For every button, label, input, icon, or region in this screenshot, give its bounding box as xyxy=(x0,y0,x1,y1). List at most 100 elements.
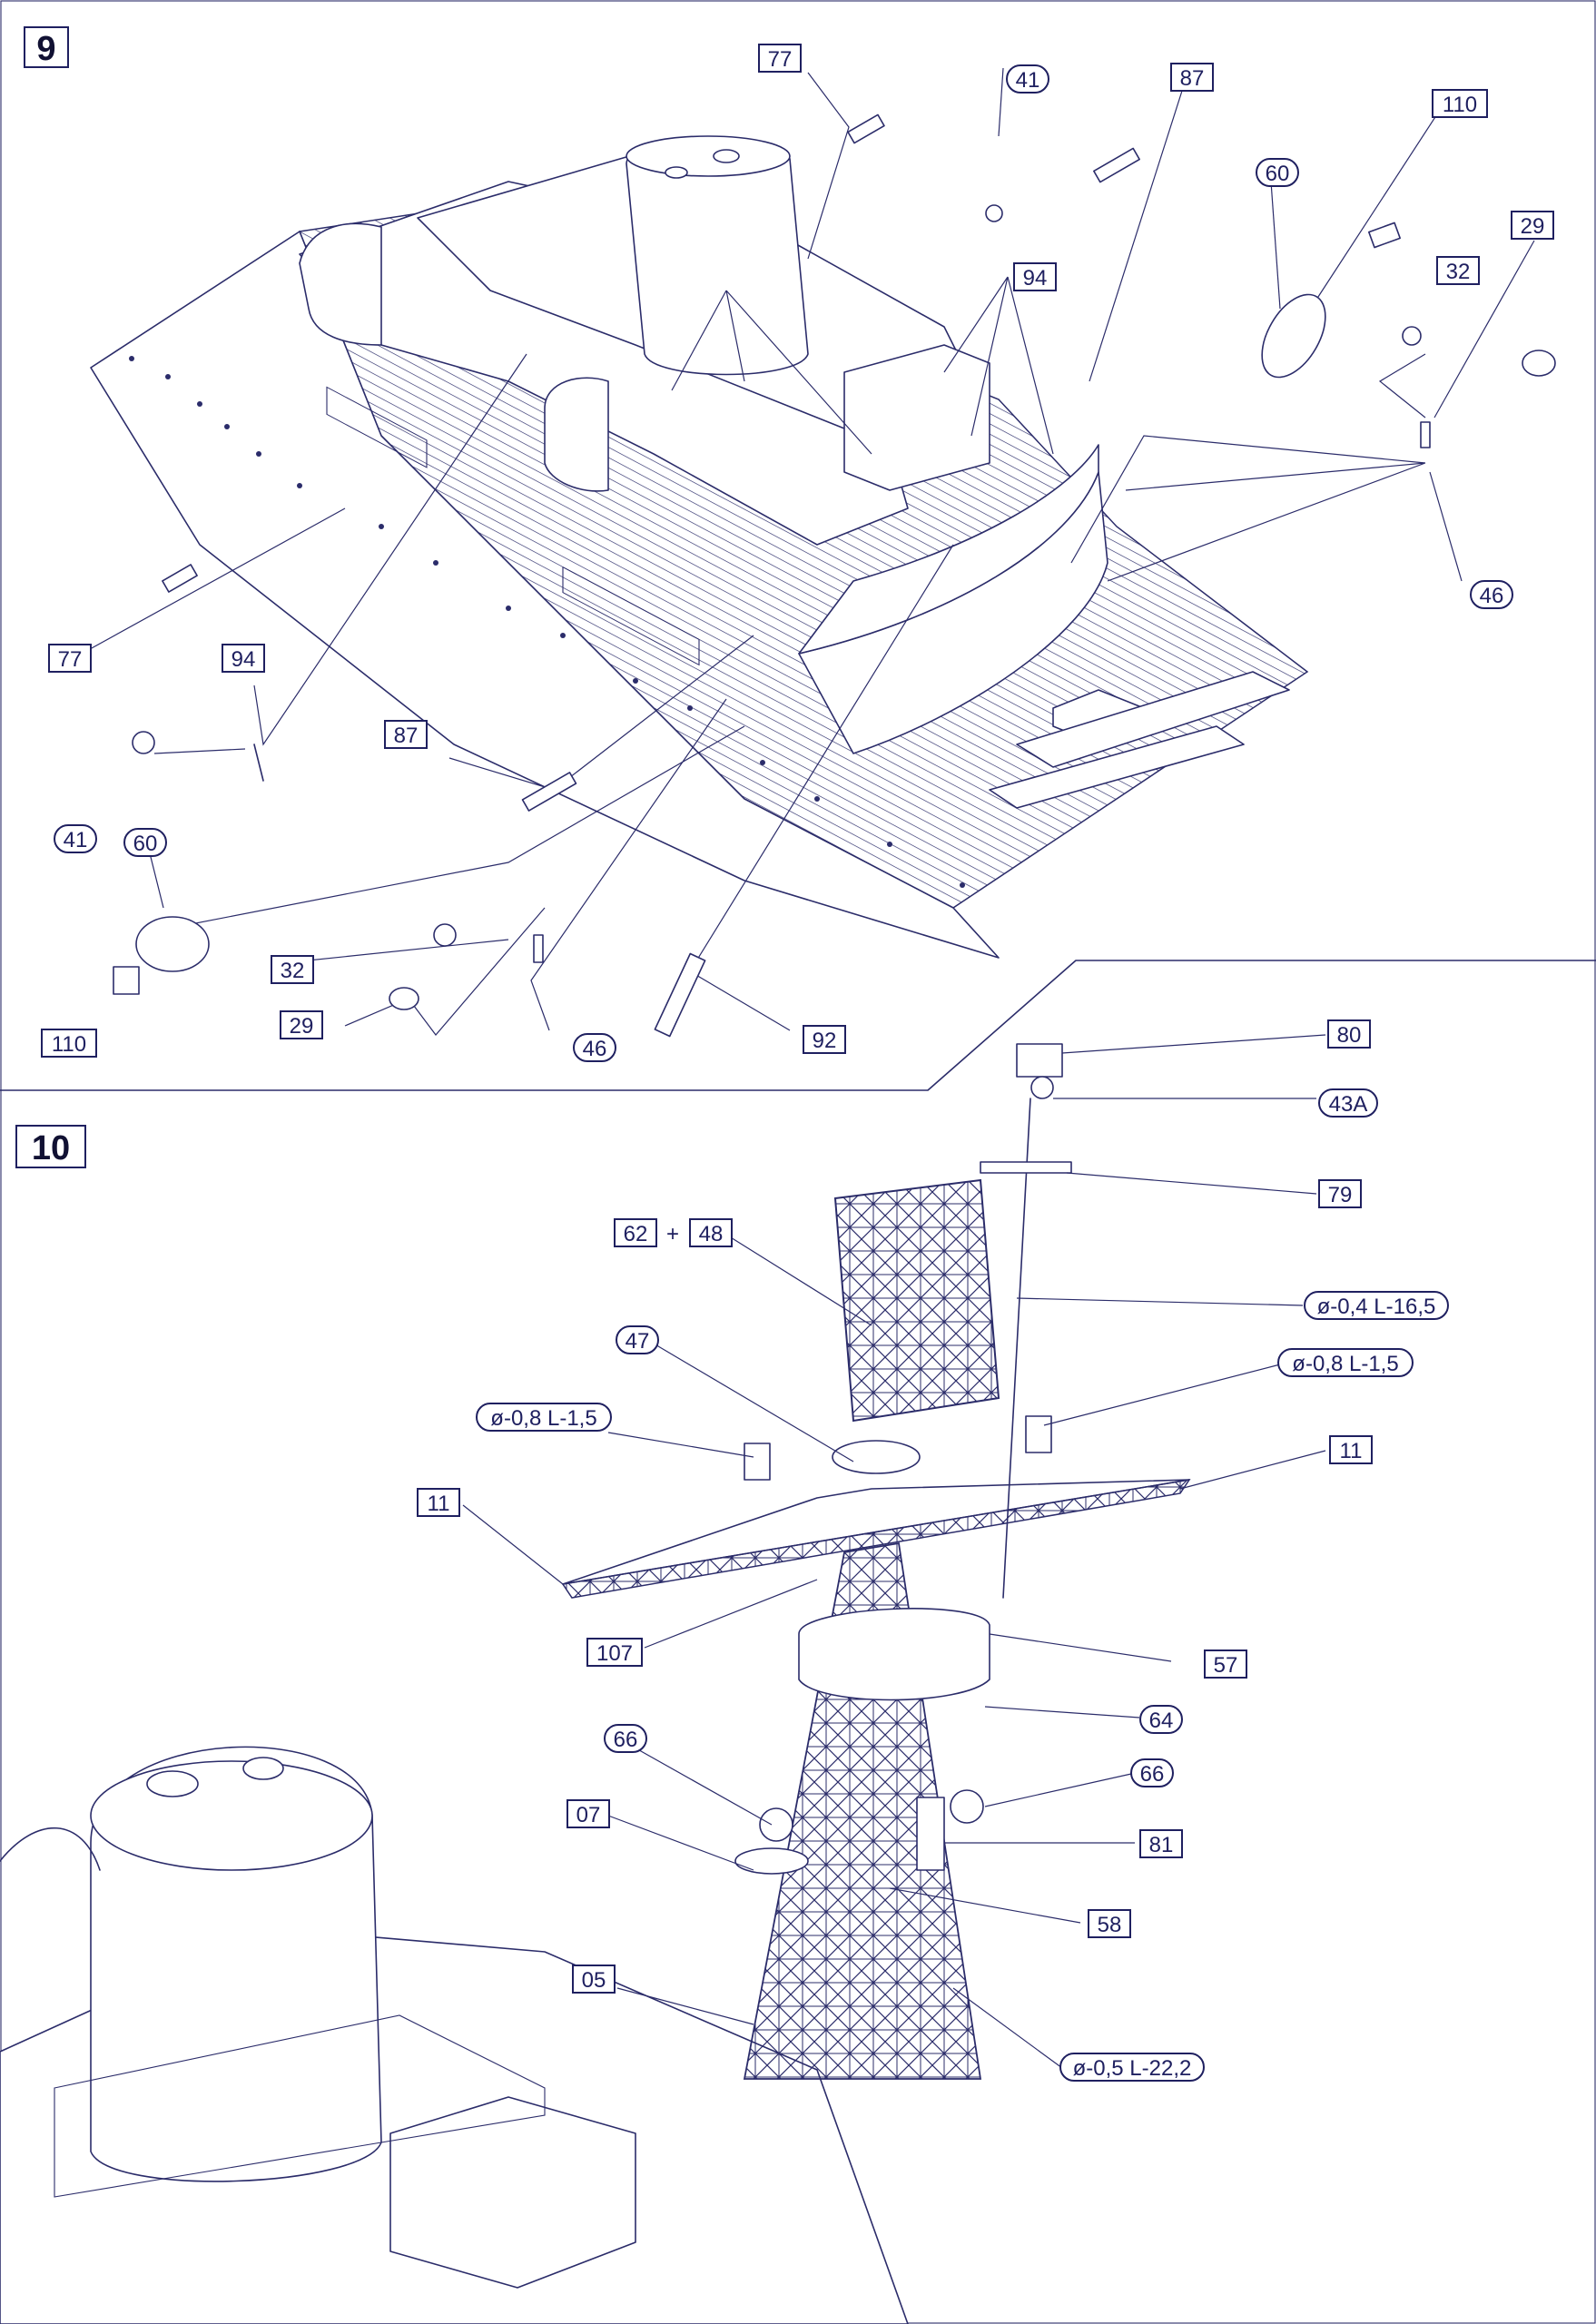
svg-text:29: 29 xyxy=(1521,214,1545,239)
callout-05: 05 xyxy=(572,1965,616,1994)
part-43A xyxy=(1030,1076,1054,1099)
svg-text:77: 77 xyxy=(58,647,83,672)
callout-07: 07 xyxy=(566,1799,610,1828)
svg-text:32: 32 xyxy=(281,959,305,983)
cylinder-left xyxy=(744,1443,771,1481)
callout-46-top: 46 xyxy=(1470,580,1513,609)
svg-text:32: 32 xyxy=(1446,260,1471,284)
callout-87-top: 87 xyxy=(1170,63,1214,92)
svg-text:43A: 43A xyxy=(1329,1092,1368,1117)
part-32-b xyxy=(433,923,457,947)
svg-text:92: 92 xyxy=(813,1029,837,1053)
part-80 xyxy=(1016,1043,1063,1078)
part-41-a xyxy=(985,204,1003,222)
bridge-block xyxy=(843,344,990,491)
svg-text:110: 110 xyxy=(52,1032,86,1057)
callout-80: 80 xyxy=(1327,1019,1371,1049)
part-32-a xyxy=(1402,326,1422,346)
callout-dia-0-5-l-22-2: ø-0,5 L-22,2 xyxy=(1059,2053,1205,2082)
part-46-a xyxy=(1420,421,1431,448)
portholes xyxy=(129,356,965,888)
topmast xyxy=(1002,1098,1031,1599)
part-46-b xyxy=(533,934,544,963)
callout-77-top: 77 xyxy=(758,44,802,73)
svg-text:57: 57 xyxy=(1214,1653,1238,1678)
step-9-parts xyxy=(113,113,1556,1038)
callout-110-top: 110 xyxy=(1432,89,1488,118)
part-29-a xyxy=(1522,350,1556,377)
svg-text:41: 41 xyxy=(1016,68,1040,93)
callout-81: 81 xyxy=(1139,1829,1183,1858)
callout-62-plus-48: 62 + 48 xyxy=(614,1218,733,1247)
callout-32-left: 32 xyxy=(271,955,314,984)
svg-text:ø-0,8 L-1,5: ø-0,8 L-1,5 xyxy=(1292,1352,1398,1376)
funnel-top xyxy=(626,135,791,177)
svg-text:10: 10 xyxy=(32,1129,70,1167)
callout-46-left: 46 xyxy=(573,1033,616,1062)
callout-60-left: 60 xyxy=(123,828,167,857)
callout-47: 47 xyxy=(616,1325,659,1354)
part-60-a xyxy=(1261,293,1326,379)
callout-dia-0-8-l-1-5-right: ø-0,8 L-1,5 xyxy=(1277,1348,1414,1377)
step-9-number: 9 xyxy=(24,26,69,68)
callout-64: 64 xyxy=(1139,1705,1183,1734)
callout-60-top: 60 xyxy=(1256,158,1299,187)
part-79 xyxy=(980,1161,1072,1174)
part-29-b xyxy=(389,987,419,1010)
svg-text:07: 07 xyxy=(576,1803,601,1827)
callout-11-right: 11 xyxy=(1329,1435,1373,1464)
part-66-right xyxy=(950,1789,984,1824)
svg-text:94: 94 xyxy=(1023,266,1048,290)
callout-77-left: 77 xyxy=(48,644,92,673)
svg-text:47: 47 xyxy=(626,1329,650,1354)
mast-lattice xyxy=(743,1541,982,2080)
svg-text:62: 62 xyxy=(624,1222,648,1246)
callout-66-left: 66 xyxy=(604,1724,647,1753)
callout-57: 57 xyxy=(1204,1649,1247,1679)
funnel-step-10-top xyxy=(90,1760,373,1871)
svg-text:58: 58 xyxy=(1098,1913,1122,1937)
svg-text:11: 11 xyxy=(428,1492,450,1516)
part-110-a xyxy=(1368,222,1401,249)
part-92 xyxy=(654,952,706,1038)
svg-text:05: 05 xyxy=(582,1968,606,1993)
part-87-a xyxy=(1093,147,1140,183)
callout-11-left: 11 xyxy=(417,1488,460,1517)
svg-text:60: 60 xyxy=(133,832,158,856)
callout-87-left: 87 xyxy=(384,720,428,749)
bridge-top-curve xyxy=(798,444,1099,655)
svg-text:11: 11 xyxy=(1340,1439,1363,1463)
step-10-leaders xyxy=(462,1034,1326,2069)
svg-text:46: 46 xyxy=(583,1037,607,1061)
step-9-callouts: 77 41 87 110 60 29 32 94 46 77 94 87 41 … xyxy=(41,44,1554,1062)
svg-text:9: 9 xyxy=(36,30,55,68)
step-divider-line xyxy=(0,960,1596,1091)
svg-text:110: 110 xyxy=(1443,93,1477,117)
mast-platform-57 xyxy=(798,1608,990,1701)
svg-text:66: 66 xyxy=(614,1728,638,1752)
step-10-drawing xyxy=(0,1034,1326,2324)
callout-110-left: 110 xyxy=(41,1029,97,1058)
callout-dia-0-8-l-1-5-left: ø-0,8 L-1,5 xyxy=(476,1403,612,1432)
part-66-left xyxy=(759,1807,793,1842)
svg-text:64: 64 xyxy=(1149,1709,1174,1733)
step-9-drawing xyxy=(81,67,1556,1038)
svg-text:80: 80 xyxy=(1337,1023,1362,1048)
callout-41-top: 41 xyxy=(1006,64,1049,94)
svg-text:ø-0,4 L-16,5: ø-0,4 L-16,5 xyxy=(1317,1295,1436,1319)
svg-text:79: 79 xyxy=(1328,1183,1353,1207)
hull-window-rows xyxy=(326,386,700,666)
svg-text:29: 29 xyxy=(290,1014,314,1039)
svg-text:107: 107 xyxy=(596,1641,633,1666)
mast-top-platform xyxy=(832,1440,921,1474)
part-60-b xyxy=(135,916,210,972)
svg-text:41: 41 xyxy=(64,828,88,852)
svg-text:87: 87 xyxy=(1180,66,1205,91)
callout-58: 58 xyxy=(1088,1909,1131,1938)
svg-text:46: 46 xyxy=(1480,584,1504,608)
aft-curved-house xyxy=(299,222,382,346)
svg-text:77: 77 xyxy=(768,47,793,72)
step-10-callouts: 80 43A 79 62 + 48 ø-0,4 L-16,5 47 ø-0,8 … xyxy=(417,1019,1449,2082)
callout-92: 92 xyxy=(803,1025,846,1054)
